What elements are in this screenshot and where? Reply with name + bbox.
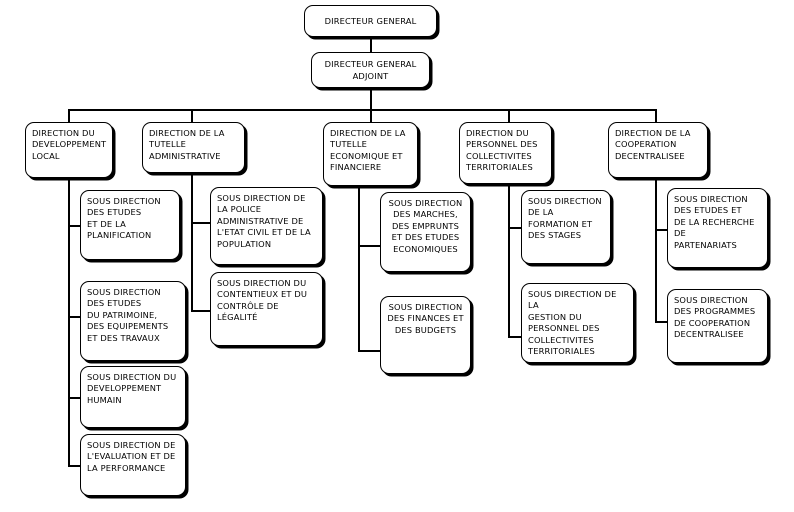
connector-bus-to-dir2 (191, 109, 193, 123)
connector-stub-col1-1 (68, 225, 80, 227)
connector-trunk-col3 (358, 185, 360, 352)
node-sd-programmes-cooperation[interactable]: SOUS DIRECTION DES PROGRAMMES DE COOPERA… (667, 289, 768, 363)
node-sd-marches-emprunts[interactable]: SOUS DIRECTION DES MARCHES, DES EMPRUNTS… (380, 192, 471, 272)
node-direction-tutelle-economique-financiere[interactable]: DIRECTION DE LA TUTELLE ECONOMIQUE ET FI… (323, 122, 418, 186)
connector-stub-col4-2 (508, 336, 521, 338)
node-sd-developpement-humain[interactable]: SOUS DIRECTION DU DEVELOPPEMENT HUMAIN (80, 366, 186, 428)
node-sd-etudes-recherche-partenariats[interactable]: SOUS DIRECTION DES ETUDES ET DE LA RECHE… (667, 188, 768, 268)
connector-stub-col3-2 (358, 350, 380, 352)
node-sd-gestion-personnel[interactable]: SOUS DIRECTION DE LA GESTION DU PERSONNE… (521, 283, 634, 363)
node-direction-cooperation-decentralisee[interactable]: DIRECTION DE LA COOPERATION DECENTRALISE… (608, 122, 708, 178)
connector-stub-col2-2 (191, 310, 210, 312)
node-sd-formation-stages[interactable]: SOUS DIRECTION DE LA FORMATION ET DES ST… (521, 190, 611, 264)
connector-bus-to-dir4 (508, 109, 510, 123)
connector-stub-col2-1 (191, 222, 210, 224)
connector-bus-to-dir5 (655, 109, 657, 123)
connector-horizontal-bus (68, 109, 657, 111)
connector-dg-to-dga (370, 37, 372, 52)
connector-bus-to-dir3 (370, 109, 372, 123)
node-sd-finances-budgets[interactable]: SOUS DIRECTION DES FINANCES ET DES BUDGE… (380, 296, 471, 374)
connector-stub-col5-1 (655, 229, 667, 231)
connector-trunk-col4 (508, 183, 510, 338)
node-sd-evaluation-performance[interactable]: SOUS DIRECTION DE L'EVALUATION ET DE LA … (80, 434, 186, 496)
node-directeur-general-adjoint[interactable]: DIRECTEUR GENERAL ADJOINT (311, 52, 430, 88)
connector-stub-col1-3 (68, 397, 80, 399)
connector-stub-col3-1 (358, 245, 380, 247)
connector-stub-col5-2 (655, 321, 667, 323)
connector-stub-col1-4 (68, 465, 80, 467)
node-direction-developpement-local[interactable]: DIRECTION DU DEVELOPPEMENT LOCAL (25, 122, 113, 178)
connector-trunk-col2 (191, 172, 193, 312)
node-sd-contentieux-controle-legalite[interactable]: SOUS DIRECTION DU CONTENTIEUX ET DU CONT… (210, 272, 323, 346)
connector-stub-col1-2 (68, 316, 80, 318)
connector-dga-to-bus (370, 88, 372, 110)
connector-trunk-col1 (68, 178, 70, 466)
connector-trunk-col5 (655, 178, 657, 323)
node-directeur-general[interactable]: DIRECTEUR GENERAL (304, 5, 437, 37)
node-sd-police-administrative[interactable]: SOUS DIRECTION DE LA POLICE ADMINISTRATI… (210, 187, 323, 265)
connector-stub-col4-1 (508, 227, 521, 229)
connector-bus-to-dir1 (68, 109, 70, 123)
node-direction-tutelle-administrative[interactable]: DIRECTION DE LA TUTELLE ADMINISTRATIVE (142, 122, 245, 173)
node-direction-personnel-collectivites[interactable]: DIRECTION DU PERSONNEL DES COLLECTIVITES… (459, 122, 552, 184)
node-sd-etudes-planification[interactable]: SOUS DIRECTION DES ETUDES ET DE LA PLANI… (80, 190, 180, 260)
node-sd-etudes-patrimoine[interactable]: SOUS DIRECTION DES ETUDES DU PATRIMOINE,… (80, 281, 186, 361)
